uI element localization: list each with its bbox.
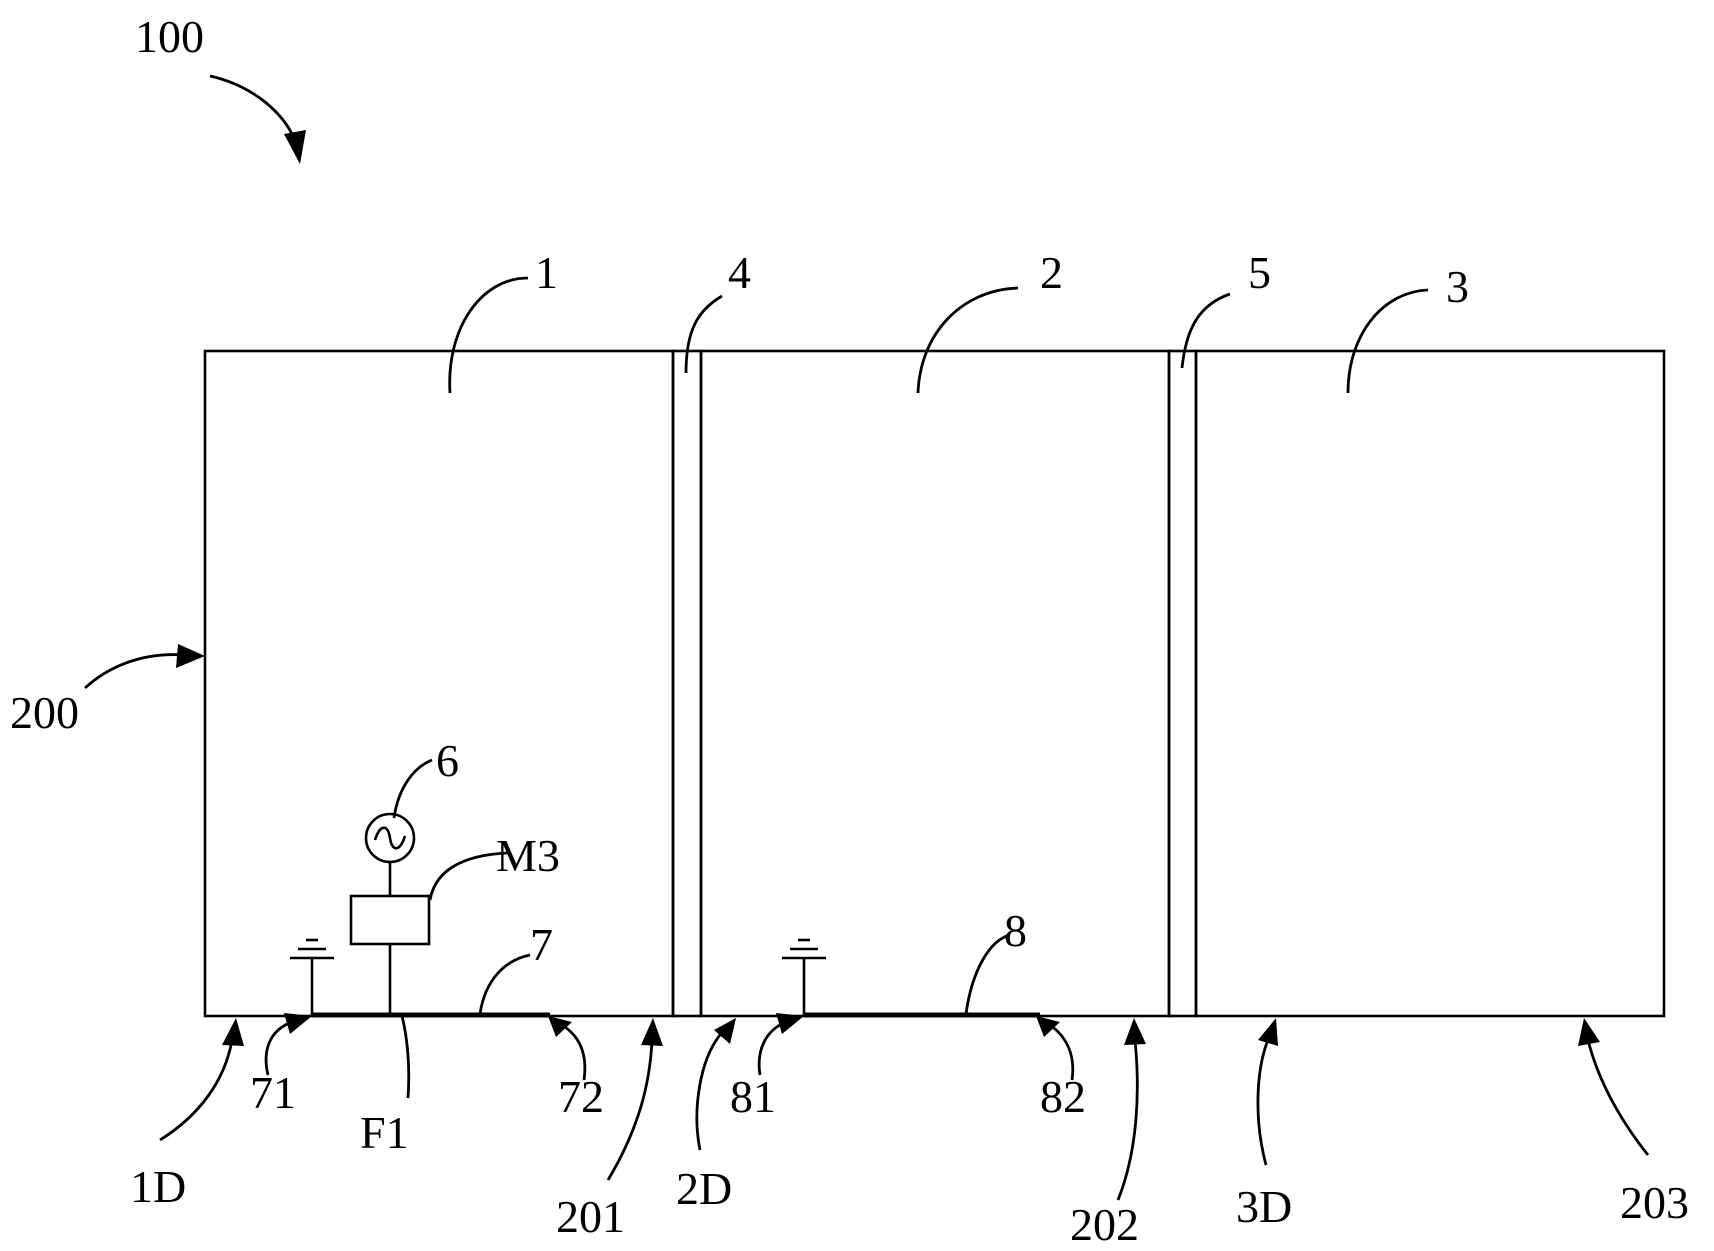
label-1d: 1D (130, 1161, 186, 1212)
arrow-72 (561, 1023, 587, 1081)
feed-chain (349, 812, 431, 1015)
label-81: 81 (730, 1071, 776, 1122)
label-m3: M3 (496, 830, 560, 881)
label-71: 71 (250, 1067, 296, 1118)
arrow-1D (159, 1039, 234, 1142)
label-2: 2 (1040, 247, 1063, 298)
label-6: 6 (436, 735, 459, 786)
arrow-2D (695, 1034, 722, 1151)
leader-radiator-8 (964, 933, 1011, 1015)
label-201: 201 (556, 1191, 625, 1242)
label-8: 8 (1004, 905, 1027, 956)
matching-circuit-box (349, 894, 431, 946)
arrow-203 (1586, 1039, 1650, 1156)
ground-icon (782, 938, 826, 1015)
arrows (84, 74, 1650, 1201)
label-5: 5 (1248, 247, 1271, 298)
label-4: 4 (728, 247, 751, 298)
ac-source-icon (364, 812, 416, 864)
arrow-202 (1116, 1039, 1139, 1201)
label-7: 7 (530, 919, 553, 970)
label-200: 200 (10, 687, 79, 738)
leader-part-3 (1346, 288, 1429, 394)
label-2d: 2D (676, 1163, 732, 1214)
leader-gap-5 (1180, 292, 1231, 369)
panels (203, 349, 1666, 1018)
leader-feed-f1 (400, 1015, 411, 1099)
leader-radiator-7 (478, 953, 531, 1015)
gap-5 (1167, 349, 1198, 1018)
panel-2 (699, 349, 1171, 1018)
labels: 100 200 1 4 2 5 3 6 M3 7 8 71 F1 72 81 8… (10, 11, 1689, 1250)
label-202: 202 (1070, 1199, 1139, 1250)
ground-icon (290, 938, 334, 1015)
label-82: 82 (1040, 1071, 1086, 1122)
label-3d: 3D (1236, 1181, 1292, 1232)
label-3: 3 (1446, 261, 1469, 312)
arrow-71 (264, 1020, 293, 1076)
leader-part-2 (916, 286, 1019, 394)
arrow-201 (606, 1039, 654, 1181)
label-100: 100 (135, 11, 204, 62)
label-203: 203 (1620, 1177, 1689, 1228)
leader-lines (392, 276, 1429, 1099)
panel-1 (203, 349, 675, 1018)
arrow-82 (1049, 1023, 1075, 1081)
leader-part-1 (448, 276, 529, 394)
gap-4 (671, 349, 703, 1018)
arrow-200 (84, 653, 186, 690)
leader-gap-4 (684, 294, 723, 374)
leader-source-6 (392, 758, 433, 819)
arrow-100 (209, 74, 297, 141)
label-72: 72 (558, 1071, 604, 1122)
panel-3 (1194, 349, 1666, 1018)
arrow-3D (1256, 1039, 1270, 1166)
label-1: 1 (535, 247, 558, 298)
label-f1: F1 (360, 1107, 409, 1158)
leader-matching-m3 (428, 851, 509, 901)
